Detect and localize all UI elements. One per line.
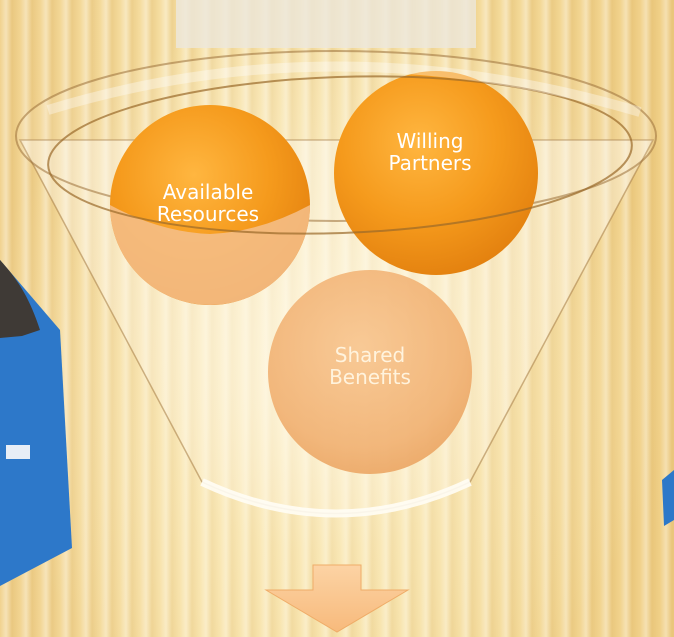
funnel-rim-inner <box>47 75 633 235</box>
circle-willing-partners <box>334 71 538 275</box>
down-arrow-icon <box>264 564 410 633</box>
left-photo-head <box>0 260 40 338</box>
left-photo-badge <box>6 445 30 459</box>
circle-available-lower-fade <box>110 205 310 305</box>
left-photo-fragment <box>0 260 72 586</box>
circle-shared-benefits <box>268 270 472 474</box>
funnel-rim-highlight <box>46 61 642 117</box>
funnel-spout-rim <box>200 478 472 518</box>
background-panel <box>176 0 476 48</box>
right-photo-fragment <box>662 470 674 526</box>
